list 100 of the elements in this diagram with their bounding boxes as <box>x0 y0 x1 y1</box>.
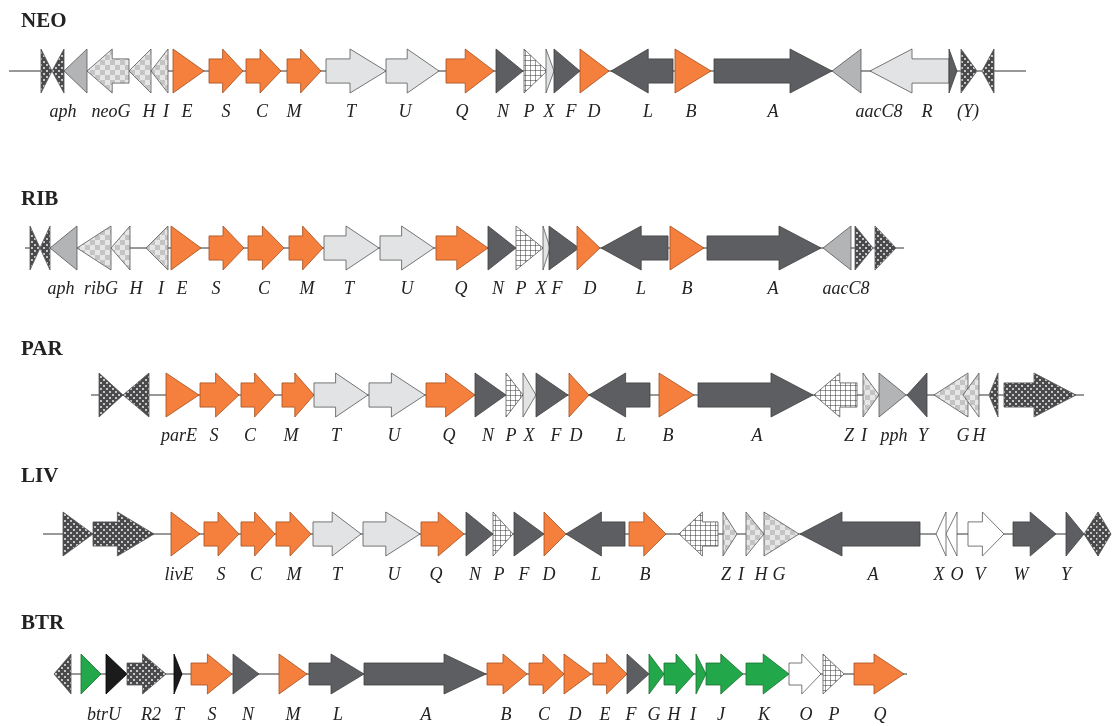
gene-label: L <box>591 565 601 583</box>
gene-label: G <box>772 565 786 583</box>
gene-label: Q <box>454 279 468 297</box>
gene-label: ribG <box>84 279 118 297</box>
gene-label: T <box>331 426 341 444</box>
gene-label: P <box>515 279 527 297</box>
gene-label: aph <box>49 102 77 120</box>
gene-label: S <box>207 705 217 723</box>
gene-label: U <box>387 565 401 583</box>
gene-label: L <box>636 279 646 297</box>
gene-label: I <box>738 565 744 583</box>
gene-label: D <box>542 565 556 583</box>
gene-label: P <box>828 705 840 723</box>
gene-label: B <box>685 102 697 120</box>
gene-label: F <box>625 705 637 723</box>
gene-label: T <box>174 705 184 723</box>
gene-label: neoG <box>91 102 131 120</box>
gene-label: pph <box>880 426 908 444</box>
gene-label: Q <box>455 102 469 120</box>
gene-label: L <box>643 102 653 120</box>
gene-label: B <box>662 426 674 444</box>
cluster-title: RIB <box>21 188 59 209</box>
gene-label: (Y) <box>957 102 979 120</box>
gene-label: S <box>209 426 219 444</box>
gene-label: E <box>181 102 193 120</box>
gene-label: N <box>492 279 504 297</box>
gene-label: F <box>565 102 577 120</box>
gene-label: N <box>482 426 494 444</box>
gene-label: R <box>921 102 933 120</box>
gene-label: C <box>250 565 262 583</box>
gene-label: C <box>258 279 270 297</box>
gene-label: P <box>493 565 505 583</box>
gene-label: U <box>398 102 412 120</box>
gene-label: D <box>568 705 582 723</box>
gene-label: aacC8 <box>855 102 903 120</box>
gene-label: Z <box>844 426 854 444</box>
gene-label: A <box>420 705 432 723</box>
gene-label: J <box>717 705 725 723</box>
gene-label: C <box>244 426 256 444</box>
gene-label: I <box>861 426 867 444</box>
gene-label: W <box>1013 565 1029 583</box>
gene-label: G <box>647 705 661 723</box>
gene-label: Q <box>429 565 443 583</box>
gene-label: Z <box>721 565 731 583</box>
gene-label: I <box>163 102 169 120</box>
gene-label: P <box>523 102 535 120</box>
gene-label: T <box>344 279 354 297</box>
gene-label: Y <box>1061 565 1071 583</box>
gene-label: Y <box>918 426 928 444</box>
gene-label: I <box>158 279 164 297</box>
cluster-title: NEO <box>21 10 67 31</box>
cluster-title: BTR <box>21 612 65 633</box>
gene-label: L <box>616 426 626 444</box>
gene-label: I <box>690 705 696 723</box>
gene-label: D <box>583 279 597 297</box>
gene-label: E <box>599 705 611 723</box>
gene-label: D <box>587 102 601 120</box>
gene-label: H <box>142 102 156 120</box>
gene-label: Q <box>873 705 887 723</box>
gene-label: E <box>176 279 188 297</box>
gene-label: O <box>950 565 964 583</box>
gene-label: R2 <box>141 705 161 723</box>
gene-label: X <box>535 279 547 297</box>
gene-label: L <box>333 705 343 723</box>
gene-label: parE <box>161 426 197 444</box>
gene-label: T <box>332 565 342 583</box>
gene-label: M <box>285 705 301 723</box>
gene-label: K <box>758 705 770 723</box>
gene-label: V <box>974 565 986 583</box>
gene-label: T <box>346 102 356 120</box>
gene-label: Q <box>442 426 456 444</box>
gene-label: A <box>767 102 779 120</box>
gene-label: O <box>799 705 813 723</box>
gene-label: H <box>667 705 681 723</box>
gene-label: D <box>569 426 583 444</box>
gene-label: X <box>543 102 555 120</box>
gene-label: livE <box>164 565 194 583</box>
gene-label: X <box>933 565 945 583</box>
gene-label: F <box>550 426 562 444</box>
gene-label: H <box>972 426 986 444</box>
gene-label: N <box>242 705 254 723</box>
gene-label: aacC8 <box>822 279 870 297</box>
gene-label: A <box>767 279 779 297</box>
gene-label: C <box>256 102 268 120</box>
gene-label: S <box>221 102 231 120</box>
gene-label: btrU <box>87 705 121 723</box>
gene-label: H <box>129 279 143 297</box>
gene-label: U <box>400 279 414 297</box>
gene-label: U <box>387 426 401 444</box>
gene-label: P <box>505 426 517 444</box>
gene-label: A <box>751 426 763 444</box>
gene-label: F <box>518 565 530 583</box>
gene-label: B <box>500 705 512 723</box>
gene-label: N <box>469 565 481 583</box>
gene-label: aph <box>47 279 75 297</box>
gene-label: B <box>639 565 651 583</box>
gene-label: A <box>867 565 879 583</box>
gene-label: M <box>286 102 302 120</box>
gene-label: X <box>523 426 535 444</box>
gene-label: S <box>211 279 221 297</box>
